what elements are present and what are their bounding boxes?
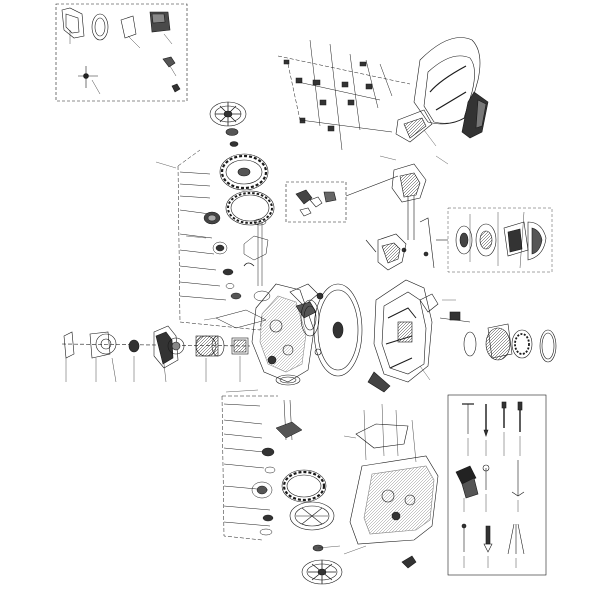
tool-clip xyxy=(482,464,490,490)
tire-upper-rim xyxy=(225,190,275,226)
motor-assembly-right xyxy=(439,311,557,363)
motor-brush-holder xyxy=(153,325,185,369)
left-drive-train xyxy=(61,325,251,383)
tl-part-gasket xyxy=(61,7,85,39)
switch-assembly xyxy=(365,233,407,271)
tool-screwdriver-3 xyxy=(517,401,523,432)
tire-lower-rim xyxy=(289,501,335,531)
upper-hardware xyxy=(277,39,411,151)
upper-cover-housing xyxy=(395,37,489,143)
loose-screw xyxy=(401,555,417,569)
tool-wrench xyxy=(511,460,525,497)
lower-axle-assembly xyxy=(221,395,303,541)
upper-right-bracket xyxy=(285,163,435,269)
motor-armature-left xyxy=(231,337,249,355)
tool-cable-1 xyxy=(461,523,467,552)
tire-lower xyxy=(281,469,327,503)
motor-stator xyxy=(195,335,225,357)
tl-part-bracket xyxy=(162,56,176,68)
tool-spring xyxy=(455,465,479,499)
tool-bit xyxy=(483,525,493,553)
tool-tweezers xyxy=(507,523,525,555)
tl-part-fastener xyxy=(78,66,98,88)
front-wheel-upper xyxy=(209,101,275,226)
leader-lines xyxy=(155,129,456,555)
base-chassis xyxy=(349,403,439,569)
front-wheel-lower xyxy=(281,469,343,585)
tire-upper xyxy=(219,153,269,191)
inset-top-left xyxy=(55,3,188,102)
tl-part-plate xyxy=(120,15,137,39)
motor-assembly-upper-right xyxy=(436,207,553,273)
inset-bottom-right xyxy=(447,394,547,576)
side-cover-right xyxy=(367,279,439,393)
upper-axle-assembly xyxy=(177,149,271,331)
hubcap-bottom xyxy=(301,559,343,585)
cutting-disc xyxy=(300,283,363,377)
tl-part-battery xyxy=(149,11,171,33)
tl-part-seal xyxy=(91,13,109,41)
motor-armature xyxy=(511,329,533,359)
tool-hex-key-1 xyxy=(462,403,474,434)
tool-screwdriver-1 xyxy=(483,404,489,437)
central-gearbox xyxy=(251,283,319,386)
hubcap-top xyxy=(209,101,247,127)
tool-screwdriver-2 xyxy=(501,401,507,428)
